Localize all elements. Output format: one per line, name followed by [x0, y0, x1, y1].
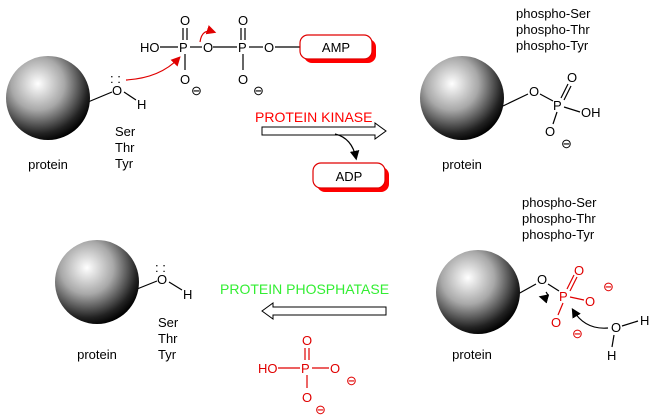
atom-o: O	[529, 84, 539, 99]
svg-text:: :: : :	[155, 260, 166, 275]
atom-p: P	[553, 98, 562, 113]
protein-sphere	[436, 250, 520, 334]
atom-o: O	[302, 333, 312, 348]
phosphate-ion: HO P O O ⊖ O ⊖	[258, 333, 357, 417]
water-h: H	[640, 313, 649, 328]
negative-charge: ⊖	[253, 83, 264, 98]
protein-unphosphorylated-top: protein O : : H Ser Thr Tyr	[6, 56, 181, 172]
atom-o: O	[238, 13, 248, 28]
atom-o: O	[238, 72, 248, 87]
negative-charge: ⊖	[346, 373, 357, 388]
svg-text:: :: : :	[110, 71, 121, 86]
negative-charge: ⊖	[561, 136, 572, 151]
atom-o: O	[551, 315, 561, 330]
atom-o: O	[545, 124, 555, 139]
water-attack-arrow	[571, 307, 609, 329]
protein-unphosphorylated-bottom: protein O : : H Ser Thr Tyr	[55, 240, 192, 362]
atom-o: O	[180, 72, 190, 87]
atom-o: O	[567, 70, 577, 85]
negative-charge: ⊖	[315, 402, 326, 417]
residue: Ser	[115, 124, 136, 139]
protein-sphere	[6, 56, 90, 140]
water-o: O	[611, 320, 621, 335]
protein-kinase-label: PROTEIN KINASE	[255, 109, 372, 125]
residue: Thr	[115, 140, 135, 155]
hydroxyl-o: O	[112, 83, 122, 98]
atom-p: P	[559, 289, 568, 304]
kinase-reaction-arrow	[261, 122, 387, 140]
negative-charge: ⊖	[572, 326, 583, 341]
phospho-residue: phospho-Tyr	[522, 227, 595, 242]
residue: Tyr	[115, 156, 134, 171]
atom-ho: HO	[140, 40, 160, 55]
protein-sphere	[420, 56, 504, 140]
atom-o: O	[203, 40, 213, 55]
atom-ho: HO	[258, 361, 278, 376]
protein-label: protein	[452, 347, 492, 362]
nucleophilic-attack-arrow	[125, 56, 181, 81]
amp-label: AMP	[322, 40, 350, 55]
phospho-residue: phospho-Ser	[516, 6, 591, 21]
hydroxyl-h: H	[137, 97, 146, 112]
protein-label: protein	[77, 347, 117, 362]
adp-box	[312, 162, 386, 189]
atom-o: O	[537, 272, 547, 287]
phospho-residue: phospho-Tyr	[516, 38, 589, 53]
atom-oh: OH	[581, 105, 601, 120]
protein-phosphorylated-top: phospho-Ser phospho-Thr phospho-Tyr prot…	[420, 6, 601, 172]
protein-phosphatase-label: PROTEIN PHOSPHATASE	[220, 281, 389, 297]
atom-o: O	[302, 390, 312, 405]
protein-sphere	[55, 240, 139, 324]
atom-o: O	[574, 263, 584, 278]
residue: Ser	[158, 315, 179, 330]
negative-charge: ⊖	[603, 279, 614, 294]
amp-box	[299, 34, 373, 60]
atom-p: P	[238, 40, 247, 55]
protein-label: protein	[28, 157, 68, 172]
atom-p: P	[179, 40, 188, 55]
phospho-residue: phospho-Ser	[522, 195, 597, 210]
protein-label: protein	[442, 157, 482, 172]
water-h: H	[607, 348, 616, 363]
atom-p: P	[301, 361, 310, 376]
atom-o: O	[330, 361, 340, 376]
hydroxyl-h: H	[183, 287, 192, 302]
phospho-residue: phospho-Thr	[516, 22, 590, 37]
residue: Thr	[158, 331, 178, 346]
protein-phosphorylated-bottom: phospho-Ser phospho-Thr phospho-Tyr prot…	[436, 195, 649, 363]
atom-o: O	[264, 40, 274, 55]
atp-molecule: HO P O O ⊖ O P O O ⊖ O AMP	[140, 13, 376, 98]
phosphatase-reaction-arrow	[261, 302, 387, 320]
adp-release-arrow	[334, 133, 360, 161]
negative-charge: ⊖	[191, 83, 202, 98]
residue: Tyr	[158, 347, 177, 362]
hydroxyl-o: O	[157, 272, 167, 287]
atom-o: O	[585, 294, 595, 309]
phospho-residue: phospho-Thr	[522, 211, 596, 226]
adp-label: ADP	[336, 169, 363, 184]
atom-o: O	[180, 13, 190, 28]
